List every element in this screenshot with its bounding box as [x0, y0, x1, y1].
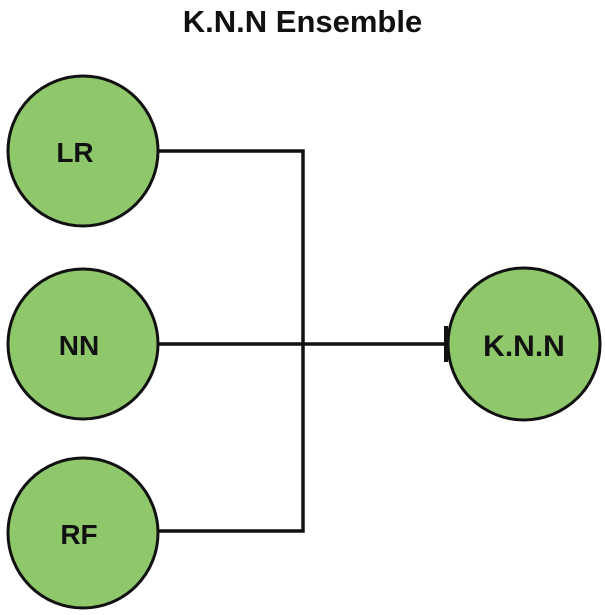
input-node-lr: LR — [6, 74, 160, 228]
node-circle — [446, 266, 602, 422]
node-circle — [6, 74, 160, 228]
connectors — [158, 149, 448, 533]
connector-rf — [158, 344, 305, 533]
input-node-nn: NN — [6, 267, 160, 421]
connector-lr — [158, 149, 305, 344]
output-node-knn: K.N.N — [446, 266, 602, 422]
node-label-rf: RF — [60, 519, 97, 550]
node-circle — [6, 456, 160, 610]
node-label-knn: K.N.N — [483, 330, 565, 363]
node-circle — [6, 267, 160, 421]
input-node-rf: RF — [6, 456, 160, 610]
node-label-lr: LR — [56, 137, 93, 168]
diagram-title: K.N.N Ensemble — [182, 4, 423, 39]
node-label-nn: NN — [59, 330, 99, 361]
